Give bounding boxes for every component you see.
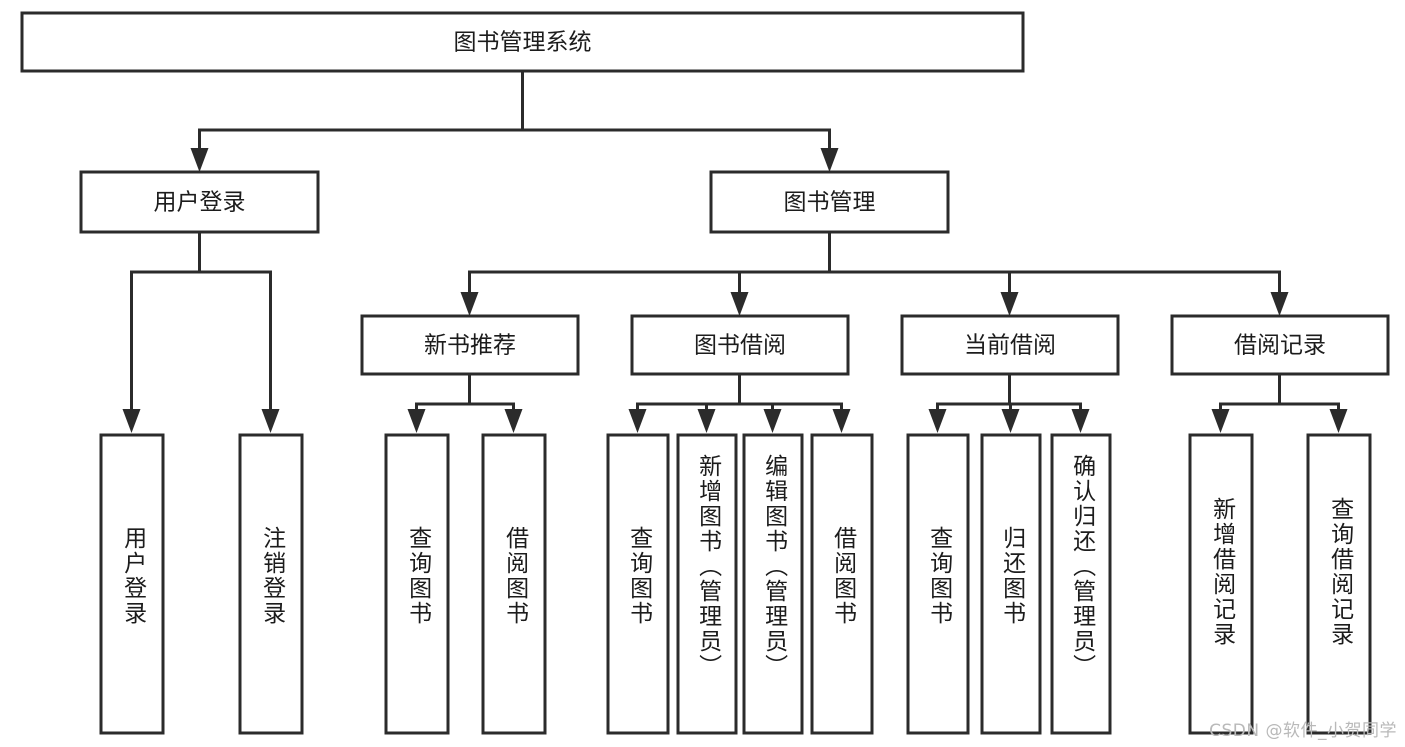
node-borrow-record[interactable]: 借阅记录 bbox=[1170, 314, 1390, 376]
node-user-login[interactable]: 用户登录 bbox=[79, 170, 320, 234]
node-box bbox=[810, 433, 874, 735]
node-box bbox=[676, 433, 738, 735]
node-leaf-query-book-rec[interactable] bbox=[384, 433, 450, 735]
node-label: 新书推荐 bbox=[424, 333, 516, 359]
node-leaf-logout[interactable] bbox=[238, 433, 304, 735]
node-box bbox=[980, 433, 1042, 735]
watermark-text: CSDN @软件_小贺同学 bbox=[1209, 721, 1397, 741]
node-box bbox=[384, 433, 450, 735]
node-leaf-query-book-borrow[interactable] bbox=[606, 433, 670, 735]
arrow-head-icon bbox=[504, 409, 523, 433]
node-box bbox=[79, 170, 320, 234]
node-leaf-user-login[interactable] bbox=[99, 433, 165, 735]
arrow-head-icon bbox=[820, 148, 839, 172]
node-box bbox=[1050, 433, 1112, 735]
node-root[interactable]: 图书管理系统 bbox=[20, 11, 1025, 73]
node-box bbox=[630, 314, 850, 376]
node-leaf-edit-book[interactable] bbox=[742, 433, 804, 735]
arrow-head-icon bbox=[190, 148, 209, 172]
node-label: 当前借阅 bbox=[964, 333, 1056, 359]
arrow-head-icon bbox=[1071, 409, 1090, 433]
node-label: 图书管理系统 bbox=[454, 30, 592, 56]
node-box bbox=[1306, 433, 1372, 735]
arrow-head-icon bbox=[1211, 409, 1230, 433]
connector-layer bbox=[122, 69, 1348, 433]
node-box bbox=[1188, 433, 1254, 735]
node-label: 借阅记录 bbox=[1234, 333, 1326, 359]
node-leaf-query-record[interactable] bbox=[1306, 433, 1372, 735]
node-leaf-add-record[interactable] bbox=[1188, 433, 1254, 735]
node-box bbox=[99, 433, 165, 735]
node-label: 图书管理 bbox=[784, 190, 876, 216]
node-box bbox=[360, 314, 580, 376]
arrow-head-icon bbox=[1000, 292, 1019, 316]
node-box bbox=[1170, 314, 1390, 376]
node-leaf-confirm-return[interactable] bbox=[1050, 433, 1112, 735]
node-leaf-borrow-book-rec[interactable] bbox=[481, 433, 547, 735]
node-box bbox=[238, 433, 304, 735]
node-box bbox=[900, 314, 1120, 376]
arrow-head-icon bbox=[122, 409, 141, 433]
arrow-head-icon bbox=[763, 409, 782, 433]
node-leaf-borrow-book[interactable] bbox=[810, 433, 874, 735]
node-leaf-query-book-current[interactable] bbox=[906, 433, 970, 735]
node-new-book-recommend[interactable]: 新书推荐 bbox=[360, 314, 580, 376]
arrow-head-icon bbox=[730, 292, 749, 316]
node-box bbox=[481, 433, 547, 735]
node-label: 图书借阅 bbox=[694, 333, 786, 359]
arrow-head-icon bbox=[1001, 409, 1020, 433]
arrow-head-icon bbox=[1329, 409, 1348, 433]
node-book-management[interactable]: 图书管理 bbox=[709, 170, 950, 234]
node-box bbox=[906, 433, 970, 735]
arrow-head-icon bbox=[832, 409, 851, 433]
node-book-borrow[interactable]: 图书借阅 bbox=[630, 314, 850, 376]
arrow-head-icon bbox=[628, 409, 647, 433]
arrow-head-icon bbox=[697, 409, 716, 433]
node-box bbox=[709, 170, 950, 234]
node-label: 用户登录 bbox=[154, 190, 246, 216]
node-current-borrow[interactable]: 当前借阅 bbox=[900, 314, 1120, 376]
node-box bbox=[742, 433, 804, 735]
node-box bbox=[20, 11, 1025, 73]
arrow-head-icon bbox=[928, 409, 947, 433]
arrow-head-icon bbox=[261, 409, 280, 433]
node-leaf-add-book[interactable] bbox=[676, 433, 738, 735]
arrow-head-icon bbox=[407, 409, 426, 433]
node-box bbox=[606, 433, 670, 735]
arrow-head-icon bbox=[460, 292, 479, 316]
node-leaf-return-book[interactable] bbox=[980, 433, 1042, 735]
arrow-head-icon bbox=[1270, 292, 1289, 316]
